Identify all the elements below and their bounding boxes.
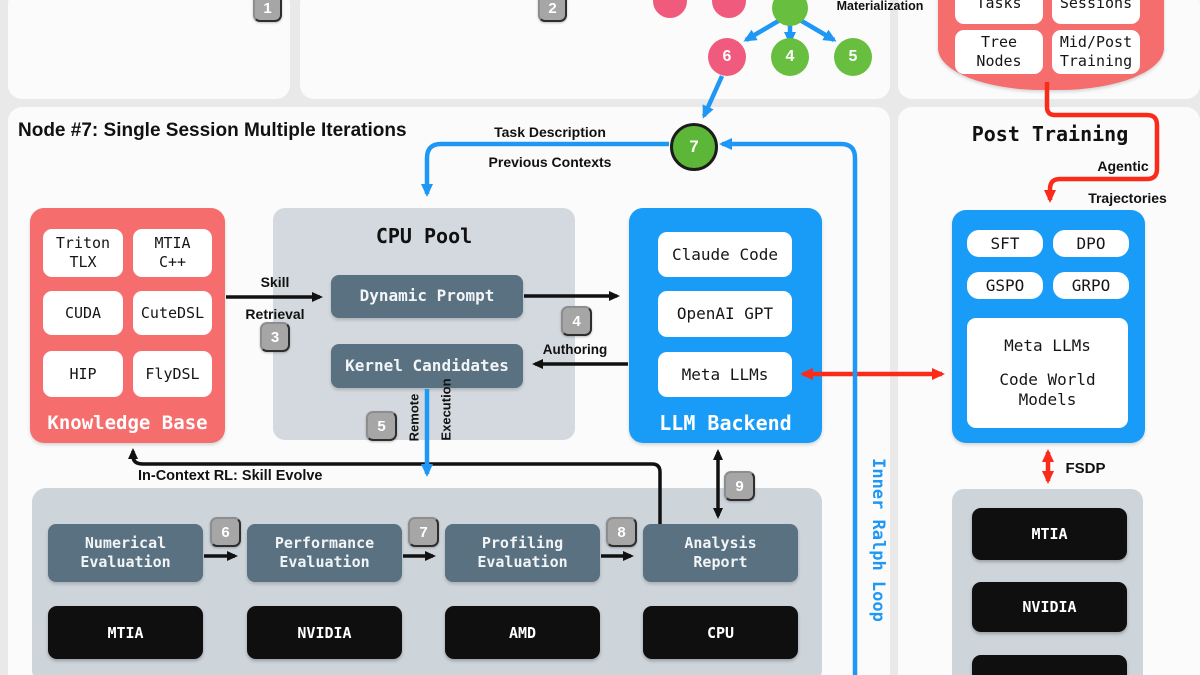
tree-node-4: 4: [771, 38, 809, 76]
authoring-label: Authoring: [542, 342, 608, 357]
kernel-candidates-box: Kernel Candidates: [331, 344, 523, 388]
step-badge-7: 7: [408, 517, 439, 547]
tree-node-pink-a: [653, 0, 687, 18]
kb-item-cutedsl: CuteDSL: [133, 291, 212, 335]
post-training-hardware: MTIA NVIDIA: [952, 489, 1143, 675]
cpu-pool: CPU Pool Dynamic Prompt Kernel Candidate…: [273, 208, 575, 440]
train-item-dpo: DPO: [1053, 230, 1129, 257]
step-badge-8: 8: [606, 517, 637, 547]
llm-backend: Claude Code OpenAI GPT Meta LLMs LLM Bac…: [629, 208, 822, 443]
execution-label: Execution: [438, 378, 454, 441]
train-item-sft: SFT: [967, 230, 1043, 257]
db-item-tree-nodes: Tree Nodes: [955, 30, 1043, 74]
analysis-report-box: Analysis Report: [643, 524, 798, 582]
pt-hw-chip-partial: [972, 655, 1127, 675]
step-badge-3: 3: [260, 322, 290, 352]
retrieval-label: Retrieval: [245, 306, 305, 322]
arrow-inner-loop: [719, 138, 858, 675]
training-box: SFT DPO GSPO GRPO Meta LLMs Code World M…: [952, 210, 1145, 443]
eval-box-performance: Performance Evaluation: [247, 524, 402, 582]
step-badge-4: 4: [561, 306, 592, 336]
materialization-label: Materialization: [836, 0, 924, 13]
skill-label: Skill: [260, 274, 290, 290]
arrow-root-to-6: [743, 18, 782, 42]
hw-chip-nvidia: NVIDIA: [247, 606, 402, 659]
session-db: Tasks Sessions Tree Nodes Mid/Post Train…: [938, 0, 1164, 90]
step-badge-6: 6: [210, 517, 241, 547]
trajectories-label: Trajectories: [1088, 190, 1167, 206]
kb-item-triton-tlx: Triton TLX: [43, 229, 123, 277]
kb-item-cuda: CUDA: [43, 291, 123, 335]
remote-label: Remote: [406, 393, 422, 442]
model-code-world-models: Code World Models: [999, 370, 1096, 409]
iteration-circle-7: 7: [670, 123, 718, 171]
task-description-label: Task Description: [494, 124, 606, 140]
tree-node-pink-b: [712, 0, 746, 18]
arrow-7-to-cpu-pool: [421, 141, 669, 197]
arrow-root-to-5: [798, 18, 837, 42]
kb-item-hip: HIP: [43, 351, 123, 397]
train-item-grpo: GRPO: [1053, 272, 1129, 299]
step-badge-5: 5: [366, 411, 397, 441]
db-item-mid-post-training: Mid/Post Training: [1052, 30, 1140, 74]
post-training-title: Post Training: [971, 122, 1129, 146]
llm-item-meta-llms: Meta LLMs: [658, 352, 792, 397]
knowledge-base-title: Knowledge Base: [47, 412, 208, 434]
fsdp-label: FSDP: [1065, 460, 1106, 477]
pt-hw-chip-mtia: MTIA: [972, 508, 1127, 560]
previous-contexts-label: Previous Contexts: [488, 154, 612, 170]
tree-node-6: 6: [708, 38, 746, 76]
eval-box-numerical: Numerical Evaluation: [48, 524, 203, 582]
agentic-label: Agentic: [1097, 158, 1149, 174]
tree-node-5: 5: [834, 38, 872, 76]
hw-chip-mtia: MTIA: [48, 606, 203, 659]
in-context-rl-label: In-Context RL: Skill Evolve: [138, 468, 323, 484]
train-item-gspo: GSPO: [967, 272, 1043, 299]
step-badge-9: 9: [724, 471, 755, 501]
inner-ralph-loop-label: Inner Ralph Loop: [868, 458, 888, 622]
llm-item-claude-code: Claude Code: [658, 232, 792, 277]
node-title: Node #7: Single Session Multiple Iterati…: [18, 120, 407, 141]
step-badge-2: 2: [538, 0, 567, 22]
arrow-6-to-7: [701, 75, 725, 119]
hw-chip-amd: AMD: [445, 606, 600, 659]
knowledge-base: Triton TLX MTIA C++ CUDA CuteDSL HIP Fly…: [30, 208, 225, 443]
hw-chip-cpu: CPU: [643, 606, 798, 659]
arrow-in-context-rl: [128, 448, 662, 524]
models-box: Meta LLMs Code World Models: [967, 318, 1128, 428]
panel-top-left: [8, 0, 290, 99]
evaluation-cluster: Numerical Evaluation Performance Evaluat…: [32, 488, 822, 675]
kb-item-flydsl: FlyDSL: [133, 351, 212, 397]
eval-box-profiling: Profiling Evaluation: [445, 524, 600, 582]
db-item-tasks: Tasks: [955, 0, 1043, 24]
kb-item-mtia-cpp: MTIA C++: [133, 229, 212, 277]
model-meta-llms: Meta LLMs: [1004, 336, 1091, 355]
db-item-sessions: Sessions: [1052, 0, 1140, 24]
pt-hw-chip-nvidia: NVIDIA: [972, 582, 1127, 632]
dynamic-prompt-box: Dynamic Prompt: [331, 275, 523, 318]
llm-backend-title: LLM Backend: [659, 411, 792, 435]
step-badge-1: 1: [253, 0, 282, 22]
arrow-db-to-training: [1044, 82, 1160, 203]
cpu-pool-title: CPU Pool: [375, 224, 473, 248]
llm-item-openai-gpt: OpenAI GPT: [658, 291, 792, 337]
